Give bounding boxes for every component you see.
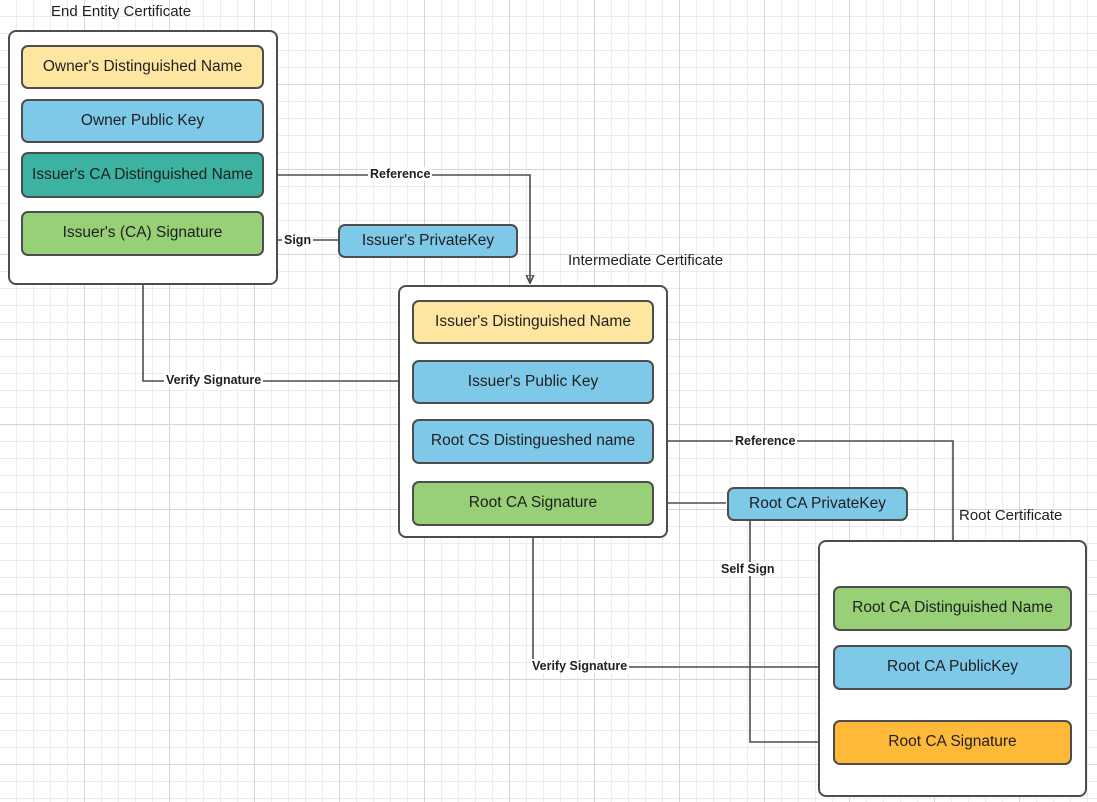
- cert-title-end-entity: End Entity Certificate: [51, 3, 192, 20]
- cert-title-intermediate: Intermediate Certificate: [568, 252, 724, 269]
- edge-label-verify-signature-bottom: Verify Signature: [530, 659, 630, 673]
- field-root-ca-signature: Root CA Signature: [833, 720, 1072, 765]
- edge-label-self-sign: Self Sign: [719, 562, 777, 576]
- edge-label-sign-top: Sign: [282, 233, 314, 247]
- edge-label-reference-bottom: Reference: [733, 434, 798, 448]
- field-intermediate-root-ca-signature: Root CA Signature: [412, 481, 654, 526]
- key-issuers-privatekey: Issuer's PrivateKey: [338, 224, 518, 258]
- field-issuer-distinguished-name: Issuer's Distinguished Name: [412, 300, 654, 344]
- field-issuers-ca-signature: Issuer's (CA) Signature: [21, 211, 264, 256]
- edge-self-sign: [749, 521, 827, 742]
- key-root-ca-privatekey: Root CA PrivateKey: [727, 487, 908, 521]
- field-root-ca-distinguished-name: Root CA Distinguished Name: [833, 586, 1072, 631]
- field-root-cs-distinguished-name: Root CS Distingueshed name: [412, 419, 654, 464]
- field-owner-distinguished-name: Owner's Distinguished Name: [21, 45, 264, 89]
- edge-label-verify-signature-top: Verify Signature: [164, 373, 264, 387]
- field-issuer-public-key: Issuer's Public Key: [412, 360, 654, 404]
- field-issuer-ca-distinguished-name: Issuer's CA Distinguished Name: [21, 152, 264, 198]
- field-owner-public-key: Owner Public Key: [21, 99, 264, 143]
- edge-verify-signature-bottom: [533, 530, 833, 668]
- edge-label-reference-top: Reference: [368, 167, 433, 181]
- cert-title-root: Root Certificate: [959, 507, 1063, 524]
- field-root-ca-publickey: Root CA PublicKey: [833, 645, 1072, 690]
